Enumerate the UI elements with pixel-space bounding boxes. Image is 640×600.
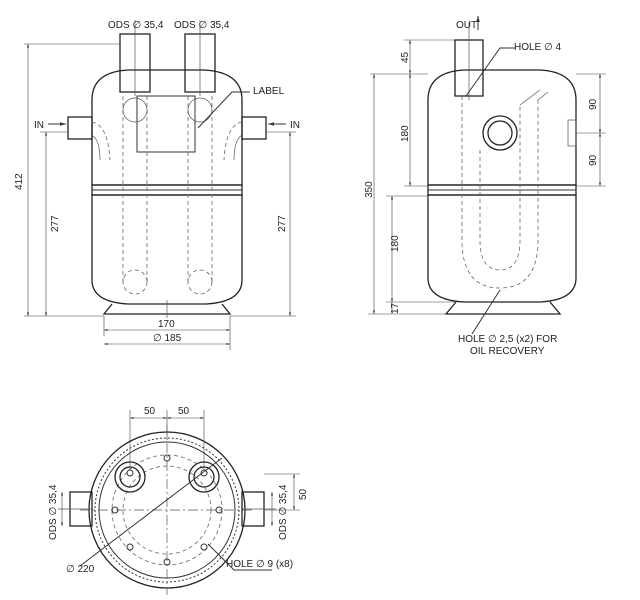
side-view [368, 16, 606, 335]
dim-220: ∅ 220 [66, 564, 95, 575]
dim-412: 412 [14, 173, 25, 190]
dim-277-left: 277 [50, 215, 61, 232]
dim-90-bottom: 90 [588, 154, 599, 166]
in-label-right: IN [290, 120, 300, 131]
top-view [58, 410, 300, 595]
hole-9-label: HOLE ∅ 9 (x8) [226, 559, 293, 570]
side-vessel-lower [427, 194, 577, 303]
dim-180-bottom: 180 [390, 235, 401, 252]
dim-50-side: 50 [298, 488, 309, 500]
label-callout-text: LABEL [253, 86, 285, 97]
vessel-lower-shell [91, 194, 243, 305]
side-vessel-upper [427, 69, 577, 186]
dim-90-top: 90 [588, 98, 599, 110]
vessel-upper-shell [91, 69, 243, 186]
dim-50-left: 50 [144, 406, 156, 417]
dim-17: 17 [390, 302, 401, 314]
ods-bottom-right: ODS ∅ 35,4 [278, 484, 289, 540]
side-base [444, 301, 562, 315]
ods-label-right: ODS ∅ 35,4 [174, 20, 230, 31]
inlet-pipe-left [67, 116, 93, 140]
dim-45: 45 [400, 51, 411, 63]
side-connection [482, 115, 518, 151]
in-label-left: IN [34, 120, 44, 131]
ods-label-left: ODS ∅ 35,4 [108, 20, 164, 31]
front-view [24, 20, 296, 350]
oil-hole-line2: OIL RECOVERY [470, 346, 545, 357]
out-label: OUT [456, 20, 477, 31]
hole-4-label: HOLE ∅ 4 [514, 42, 561, 53]
ods-bottom-left: ODS ∅ 35,4 [48, 484, 59, 540]
inlet-pipe-right [241, 116, 267, 140]
dim-50-right: 50 [178, 406, 190, 417]
oil-hole-line1: HOLE ∅ 2,5 (x2) FOR [458, 334, 557, 345]
top-pipe-left-circle [114, 461, 146, 493]
label-plate [136, 95, 196, 153]
dim-277-right: 277 [277, 215, 288, 232]
top-pipe-right-circle [188, 461, 220, 493]
dim-185: ∅ 185 [153, 333, 182, 344]
dim-180-top: 180 [400, 125, 411, 142]
dim-170: 170 [158, 319, 175, 330]
dim-350: 350 [364, 181, 375, 198]
